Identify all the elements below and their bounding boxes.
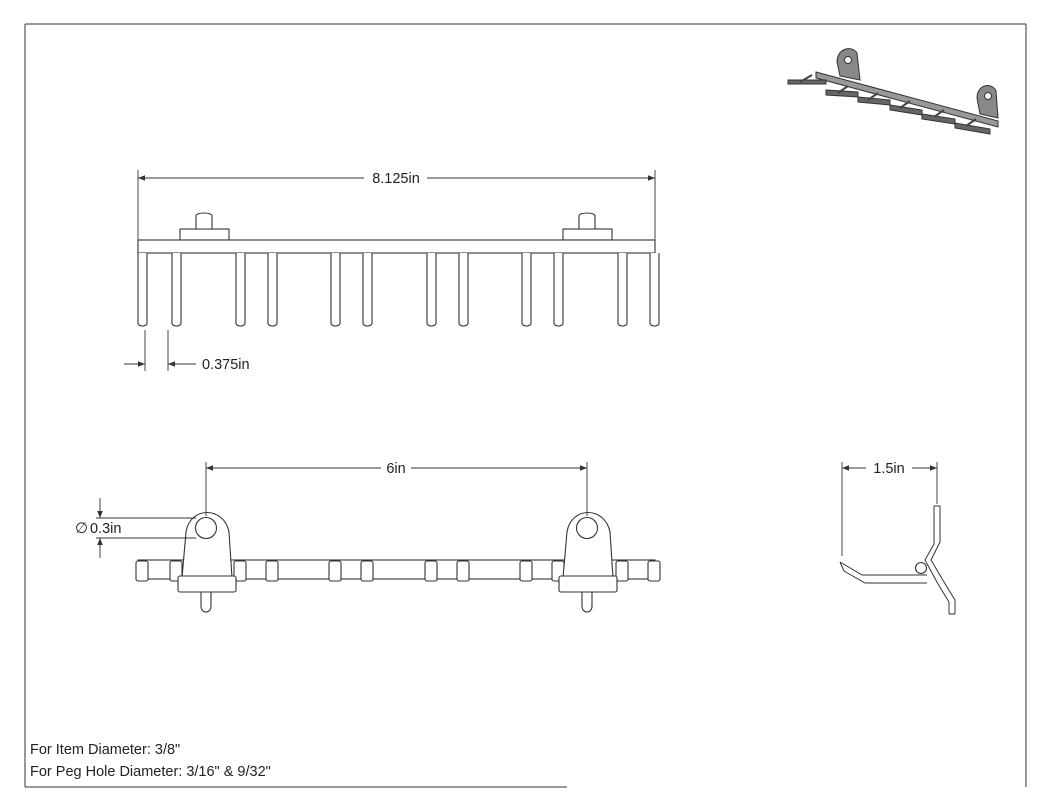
hole-spacing-dimension: 6in <box>205 461 588 516</box>
front-view <box>137 212 660 327</box>
hole-spacing-label: 6in <box>386 461 405 477</box>
peg-leg <box>649 253 660 327</box>
overall-length-dimension: 8.125in <box>137 170 656 240</box>
peg-spacing-label: 0.375in <box>202 357 250 373</box>
peg-end <box>135 560 149 582</box>
peg-leg <box>267 253 278 327</box>
peg-leg <box>426 253 437 327</box>
peg-leg <box>235 253 246 327</box>
peg-leg <box>521 253 532 327</box>
side-view <box>839 505 956 615</box>
peg-end <box>233 560 247 582</box>
isometric-view <box>787 48 999 135</box>
peg-depth-dimension: 1.5in <box>841 461 938 556</box>
peg-leg <box>362 253 373 327</box>
peg-end <box>519 560 533 582</box>
peg-leg <box>330 253 341 327</box>
peg-leg <box>617 253 628 327</box>
peg-leg <box>171 253 182 327</box>
peg-end <box>456 560 470 582</box>
overall-length-label: 8.125in <box>372 171 420 187</box>
peg-end <box>647 560 661 582</box>
peg-end <box>360 560 374 582</box>
top-view <box>135 511 661 613</box>
peg-leg <box>137 253 148 327</box>
mounting-tab-right <box>558 511 618 613</box>
peg-leg <box>553 253 564 327</box>
peg-end <box>615 560 629 582</box>
item-diameter-note: For Item Diameter: 3/8" <box>30 742 181 758</box>
peg-spacing-dimension: 0.375in <box>124 330 250 373</box>
peg-ends <box>135 560 661 582</box>
peg-hole-diameter-note: For Peg Hole Diameter: 3/16" & 9/32" <box>30 764 271 780</box>
peg-legs <box>137 253 660 327</box>
hole-diameter-label: 0.3in <box>90 521 121 537</box>
peg-end <box>265 560 279 582</box>
drawing-notes: For Item Diameter: 3/8" For Peg Hole Dia… <box>30 739 271 783</box>
peg-end <box>328 560 342 582</box>
peg-end <box>424 560 438 582</box>
hole-diameter-dimension: ∅ 0.3in <box>75 498 196 558</box>
peg-leg <box>458 253 469 327</box>
diameter-symbol: ∅ <box>75 520 88 537</box>
drawing-frame <box>24 23 1027 788</box>
peg-depth-label: 1.5in <box>873 461 904 477</box>
mounting-tab-left <box>177 511 237 613</box>
